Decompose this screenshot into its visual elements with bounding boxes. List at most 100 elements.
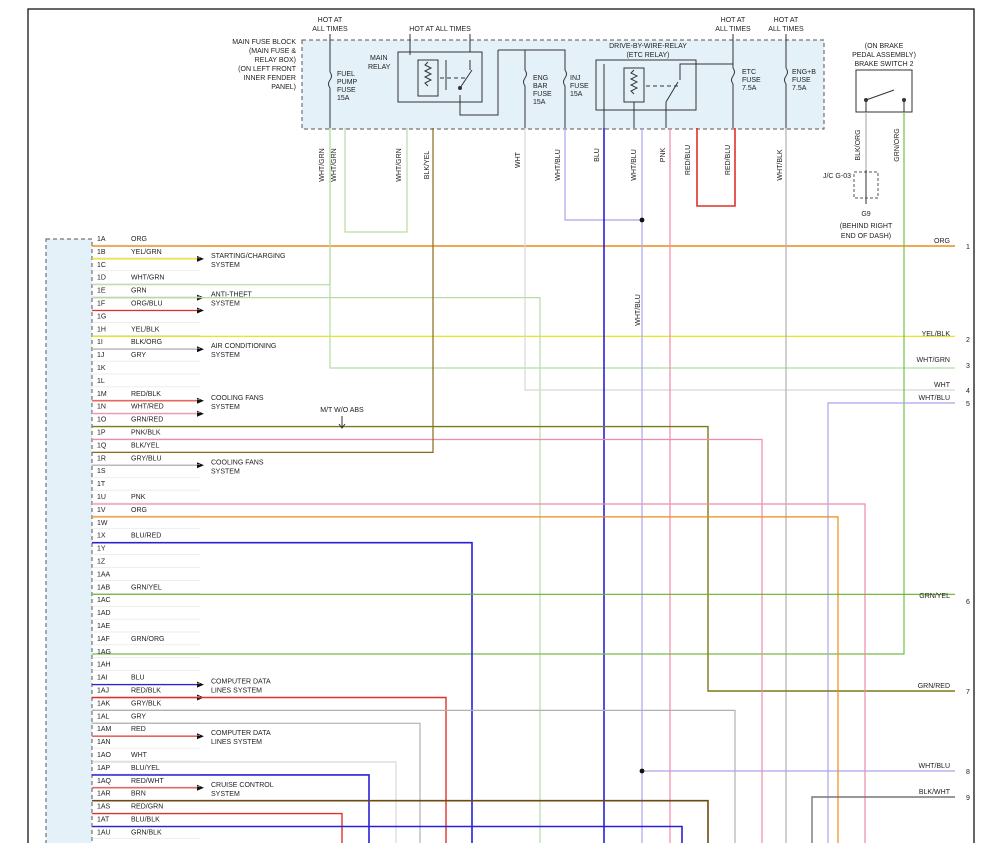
pin-label: 1AM <box>97 726 112 733</box>
pin-label: 1G <box>97 313 106 320</box>
wire-path <box>92 112 905 655</box>
etc-fuse-l1: FUSE <box>742 77 761 84</box>
system-arrow <box>197 410 204 417</box>
etc-fuse-l0: ETC <box>742 69 756 76</box>
output-wire-label: WHT <box>934 382 951 389</box>
fuses <box>328 67 788 128</box>
main-relay-l1: RELAY <box>368 64 391 71</box>
hot-label-4b: ALL TIMES <box>768 26 804 33</box>
eng-bar-fuse-l3: 15A <box>533 99 546 106</box>
system-label: SYSTEM <box>211 791 240 798</box>
pin-label: 1D <box>97 275 106 282</box>
vertical-wire-label: WHT/GRN <box>396 148 403 181</box>
pin-label: 1W <box>97 520 108 527</box>
pin-label: 1AO <box>97 752 112 759</box>
vertical-wire-label: GRN/ORG <box>894 128 901 161</box>
wire-path <box>92 774 370 843</box>
system-arrow <box>197 733 204 740</box>
vertical-wire-label: WHT <box>515 151 522 168</box>
system-label: COOLING FANS <box>211 459 264 466</box>
wire-path <box>92 297 541 843</box>
wire-path <box>564 128 642 221</box>
pin-label: 1AU <box>97 829 111 836</box>
system-label: SYSTEM <box>211 468 240 475</box>
wire-path <box>92 696 447 843</box>
dbw-relay-box <box>595 59 697 111</box>
engb-fuse-l0: ENG+B <box>792 69 816 76</box>
pin-label: 1AT <box>97 817 110 824</box>
fuse-block-label-3: (ON LEFT FRONT <box>238 66 297 73</box>
pin-label: 1AG <box>97 649 111 656</box>
etc-fuse-l2: 7.5A <box>742 85 757 92</box>
pin-label: 1AK <box>97 700 111 707</box>
pin-wire-color: PNK/BLK <box>131 430 161 437</box>
output-wire-label: GRN/RED <box>918 683 950 690</box>
pin-wire-color: BLU/RED <box>131 533 161 540</box>
pin-wire-color: GRN/BLK <box>131 829 162 836</box>
fuel-pump-fuse-l3: 15A <box>337 95 350 102</box>
output-number: 8 <box>966 769 970 776</box>
system-label: SYSTEM <box>211 262 240 269</box>
system-label: SYSTEM <box>211 301 240 308</box>
pin-wire-color: WHT/GRN <box>131 275 164 282</box>
pin-wire-color: RED/BLK <box>131 688 161 695</box>
mt-wo-abs-note: M/T W/O ABS <box>320 407 364 414</box>
pin-wire-color: GRN/RED <box>131 417 163 424</box>
pin-wire-color: GRY <box>131 713 146 720</box>
pin-label: 1AJ <box>97 688 109 695</box>
pin-label: 1H <box>97 326 106 333</box>
pin-label: 1E <box>97 288 106 295</box>
inj-fuse-l2: 15A <box>570 91 583 98</box>
hot-label-4a: HOT AT <box>774 17 799 24</box>
pin-wire-color: BLU/BLK <box>131 817 160 824</box>
main-relay-box <box>397 51 483 103</box>
brake-switch-l0: (ON BRAKE <box>865 43 904 50</box>
eng-bar-fuse-l2: FUSE <box>533 91 552 98</box>
system-label: LINES SYSTEM <box>211 739 262 746</box>
system-arrow <box>197 255 204 262</box>
pin-wire-color: ORG <box>131 236 147 243</box>
output-wire-label: WHT/GRN <box>917 357 950 364</box>
wire-path <box>92 799 709 843</box>
pin-label: 1AR <box>97 791 111 798</box>
pin-label: 1S <box>97 468 106 475</box>
pin-label: 1M <box>97 391 107 398</box>
system-references: STARTING/CHARGINGSYSTEMANTI-THEFTSYSTEMA… <box>211 253 285 798</box>
wire-path <box>344 128 408 233</box>
output-number: 3 <box>966 363 970 370</box>
output-number: 6 <box>966 599 970 606</box>
output-number: 4 <box>966 388 970 395</box>
pin-label: 1AQ <box>97 778 112 785</box>
pin-label: 1B <box>97 249 106 256</box>
pin-wire-color: YEL/BLK <box>131 326 160 333</box>
main-relay-l0: MAIN <box>370 55 388 62</box>
fuse-block-label-5: PANEL) <box>271 84 296 91</box>
pin-label: 1C <box>97 262 106 269</box>
wire-path <box>92 438 763 843</box>
system-arrow <box>197 397 204 404</box>
vertical-wire-label: RED/BLU <box>725 145 732 175</box>
ground-note-l0: (BEHIND RIGHT <box>840 223 893 230</box>
pin-wire-color: RED/GRN <box>131 804 163 811</box>
pin-wire-color: PNK <box>131 494 146 501</box>
system-arrow <box>197 462 204 469</box>
output-wire-label: GRN/YEL <box>919 593 950 600</box>
pin-label: 1Z <box>97 559 106 566</box>
dbw-relay-symbol <box>603 63 733 128</box>
pin-wire-color: BLK/YEL <box>131 442 160 449</box>
system-arrow <box>197 346 204 353</box>
wire-path <box>92 761 397 843</box>
fuel-pump-fuse-l0: FUEL <box>337 71 355 78</box>
pin-label: 1AC <box>97 597 111 604</box>
eng-bar-fuse-l1: BAR <box>533 83 547 90</box>
fuse-block-label-1: (MAIN FUSE & <box>249 48 296 55</box>
pin-wire-color: BLK/ORG <box>131 339 162 346</box>
vertical-wire-label: WHT/BLU <box>555 149 562 181</box>
fuse-block-label-0: MAIN FUSE BLOCK <box>232 39 296 46</box>
pin-label: 1Q <box>97 442 107 449</box>
main-relay-symbol <box>417 59 473 97</box>
pin-label: 1AE <box>97 623 111 630</box>
ground-label: G9 <box>861 211 870 218</box>
